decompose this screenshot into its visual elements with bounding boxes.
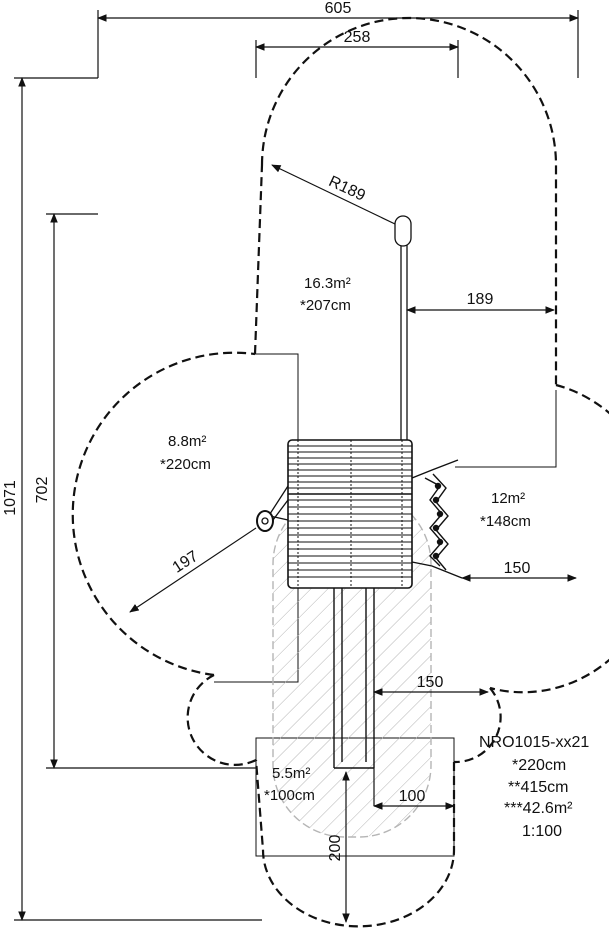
- zone-top-height: *207cm: [300, 297, 351, 314]
- product-code: NRO1015-xx21: [479, 734, 589, 751]
- dim-zone-height: 702: [34, 477, 51, 504]
- zone-left-area: 8.8m²: [168, 433, 206, 450]
- slide: [333, 588, 375, 769]
- climbing-net: [411, 459, 463, 579]
- product-scale: 1:100: [522, 823, 562, 840]
- dim-slide-side: 150: [417, 674, 444, 691]
- zone-bottom-height: *100cm: [264, 787, 315, 804]
- steering-wheel: [256, 485, 289, 532]
- dim-structure-width: 258: [344, 29, 371, 46]
- play-tower: [287, 439, 413, 589]
- product-info: NRO1015-xx21 *220cm **415cm ***42.6m² 1:…: [479, 734, 589, 840]
- zone-right-height: *148cm: [480, 513, 531, 530]
- zone-labels: 16.3m² *207cm 8.8m² *220cm 12m² *148cm 5…: [160, 275, 531, 804]
- dim-overall-height: 1071: [2, 480, 19, 516]
- product-line-2: **415cm: [508, 779, 568, 796]
- dimension-lines: [14, 10, 579, 923]
- dim-right-mid: 150: [504, 560, 531, 577]
- fireman-pole: [394, 215, 412, 440]
- dim-left-radius: 197: [170, 548, 202, 577]
- dim-radius-top: R189: [326, 173, 368, 205]
- dim-overall-width: 605: [325, 0, 352, 17]
- zone-right-area: 12m²: [491, 490, 525, 507]
- dim-slide-end-length: 200: [327, 835, 344, 862]
- zone-left-height: *220cm: [160, 456, 211, 473]
- product-line-3: ***42.6m²: [504, 800, 573, 817]
- zone-bottom-area: 5.5m²: [272, 765, 310, 782]
- dim-right-top: 189: [467, 291, 494, 308]
- product-line-1: *220cm: [512, 757, 566, 774]
- safety-zone-outline: [71, 16, 609, 928]
- dim-slide-end-width: 100: [399, 788, 426, 805]
- zone-top-area: 16.3m²: [304, 275, 351, 292]
